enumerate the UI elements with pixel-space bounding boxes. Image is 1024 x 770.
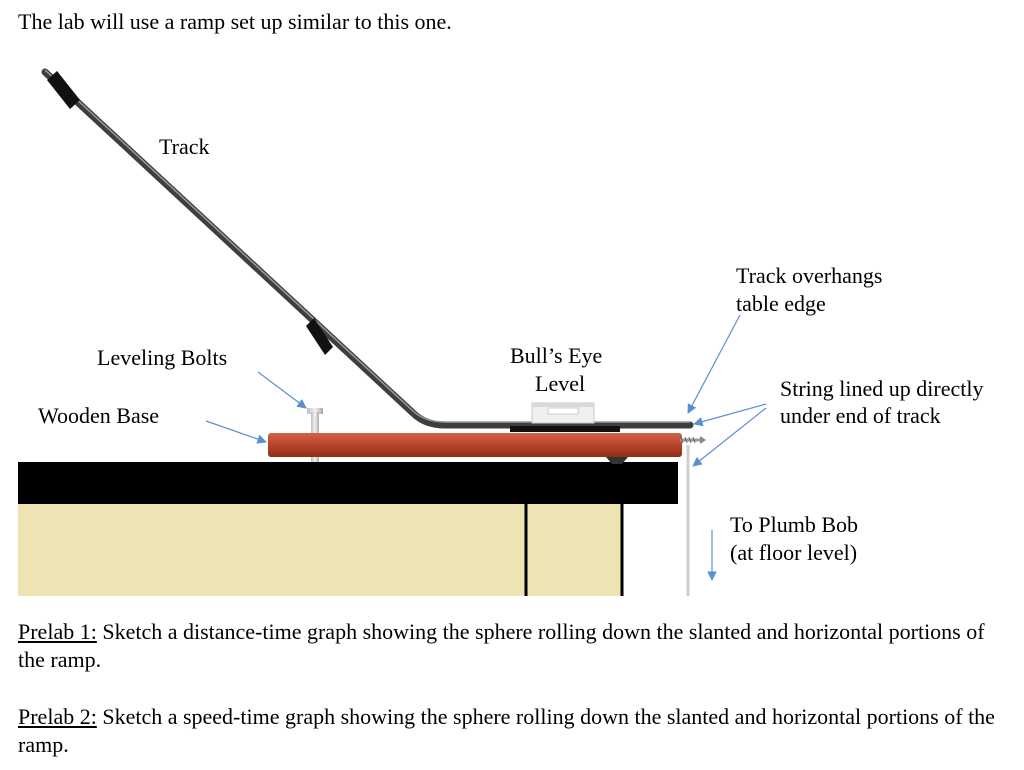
arrow-string-top: [693, 403, 767, 427]
prelab-1: Prelab 1: Sketch a distance-time graph s…: [18, 618, 1008, 674]
label-plumb-1: To Plumb Bob: [730, 512, 859, 537]
table-leg-panel: [18, 504, 622, 596]
prelab-2: Prelab 2: Sketch a speed-time graph show…: [18, 703, 1008, 759]
label-string-2: under end of track: [780, 403, 941, 428]
base-foot: [606, 457, 628, 464]
table-top: [18, 462, 678, 504]
ramp-diagram: [18, 68, 767, 596]
label-plumb-2: (at floor level): [730, 540, 858, 565]
label-bulls-eye-1: Bull’s Eye: [510, 343, 603, 368]
arrow-wooden-base: [205, 420, 267, 444]
label-wooden-base: Wooden Base: [38, 403, 160, 428]
string-screw: [680, 436, 706, 444]
prelab-2-label: Prelab 2:: [18, 704, 97, 729]
bulls-eye-level: [510, 402, 620, 432]
arrow-leveling-bolts: [257, 371, 307, 409]
arrow-track-overhang: [687, 314, 741, 414]
label-overhang-1: Track overhangs: [736, 263, 883, 288]
label-overhang-2: table edge: [736, 291, 826, 316]
prelab-2-text: Sketch a speed-time graph showing the sp…: [18, 704, 995, 757]
wooden-base: [268, 433, 682, 457]
label-leveling-bolts: Leveling Bolts: [97, 345, 228, 370]
label-track: Track: [159, 134, 210, 159]
label-bulls-eye-2: Level: [535, 371, 586, 396]
prelab-1-label: Prelab 1:: [18, 619, 97, 644]
track-highlight: [44, 69, 690, 423]
track: [41, 68, 694, 429]
track-clips: [47, 71, 333, 355]
intro-text: The lab will use a ramp set up similar t…: [18, 9, 452, 34]
label-string-1: String lined up directly: [780, 376, 984, 401]
arrow-string-bottom: [692, 407, 767, 467]
annotation-arrows: [205, 314, 767, 581]
prelab-1-text: Sketch a distance-time graph showing the…: [18, 619, 985, 672]
